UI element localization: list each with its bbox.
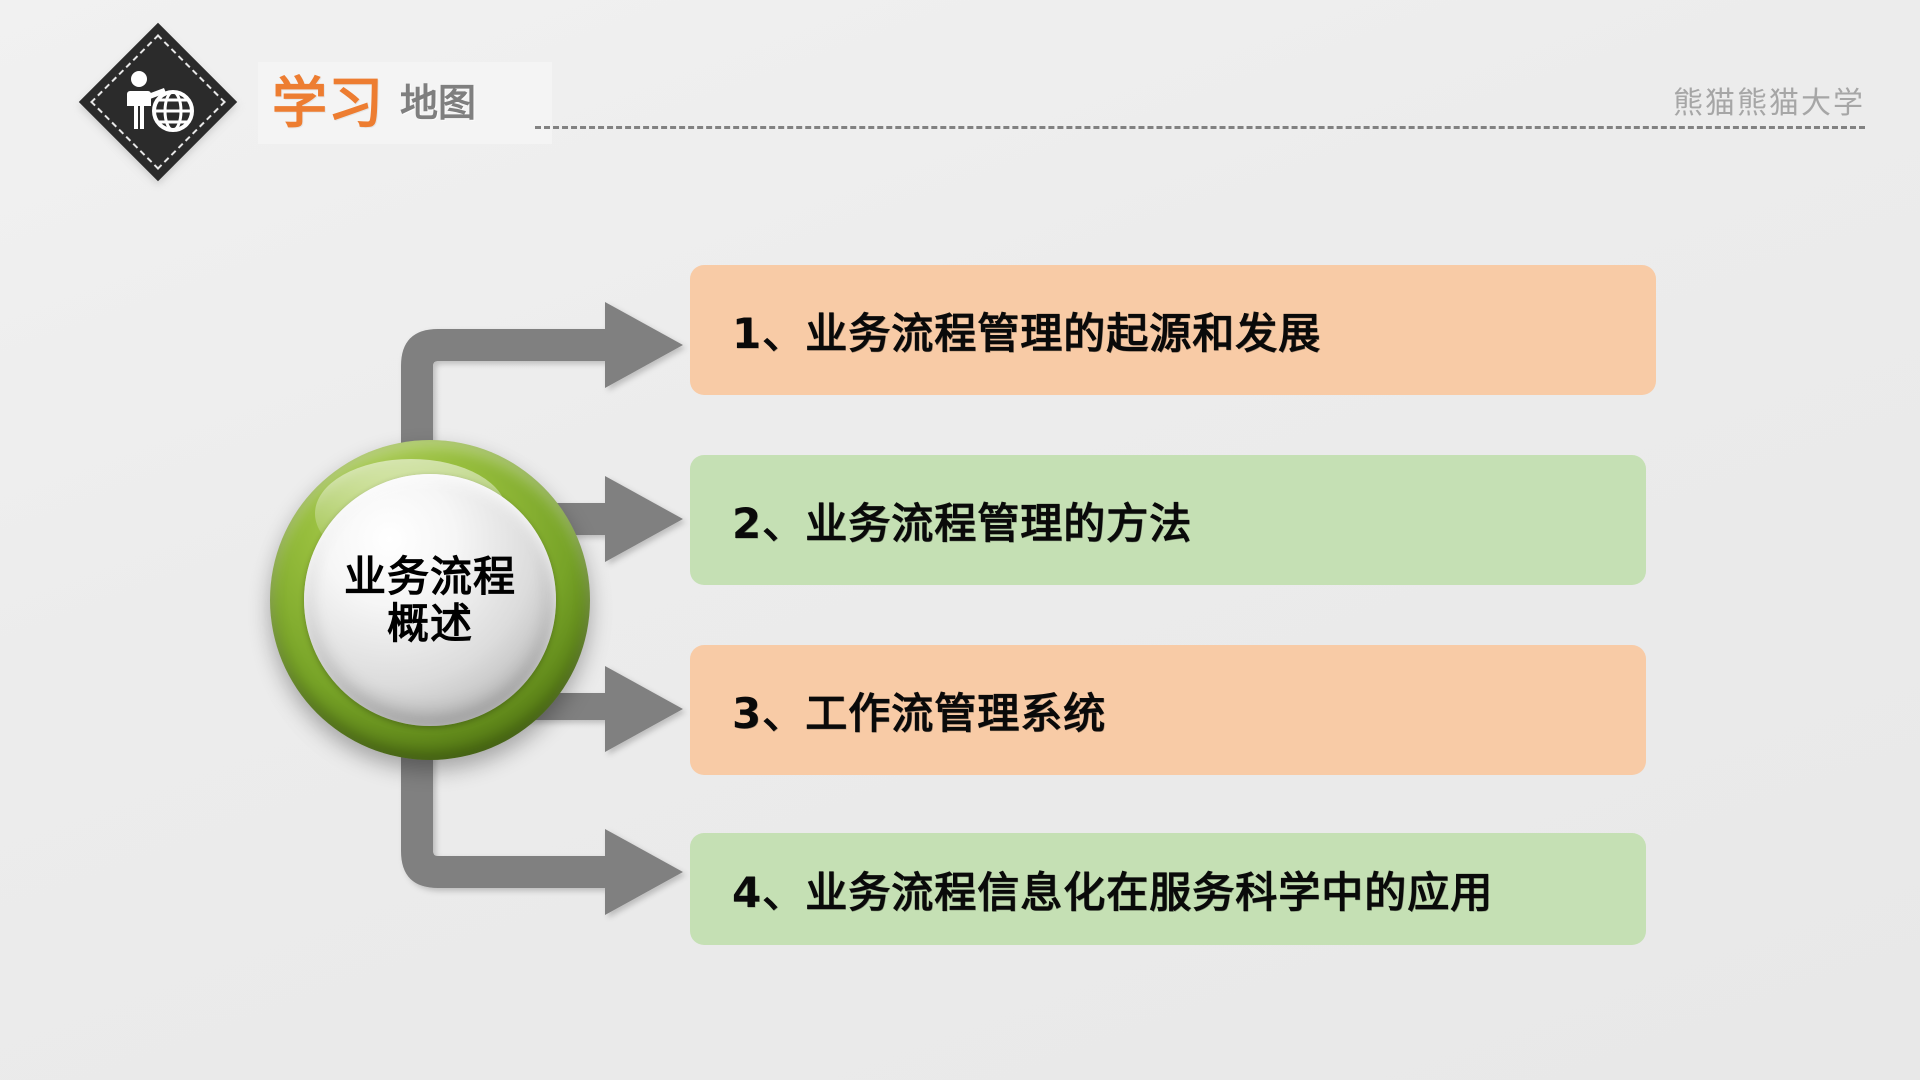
agenda-item-2-label: 2、业务流程管理的方法 (732, 498, 1193, 548)
hub-label-line-2: 概述 (386, 599, 473, 648)
agenda-item-4-label: 4、业务流程信息化在服务科学中的应用 (732, 867, 1494, 917)
presenter-globe-icon (102, 46, 214, 158)
hub-label-line-1: 业务流程 (343, 551, 516, 601)
agenda-item-1-label: 1、业务流程管理的起源和发展 (732, 308, 1322, 358)
header-title-main: 学习 (272, 70, 385, 135)
agenda-item-1[interactable]: 1、业务流程管理的起源和发展 (690, 265, 1656, 395)
agenda-item-4[interactable]: 4、业务流程信息化在服务科学中的应用 (690, 833, 1646, 945)
header-title-block: 学习 地图 (258, 62, 552, 144)
agenda-item-2[interactable]: 2、业务流程管理的方法 (690, 455, 1646, 585)
organization-name: 熊猫熊猫大学 (1673, 86, 1865, 121)
central-hub-node[interactable]: 业务流程 概述 (270, 440, 590, 760)
hub-inner-disc: 业务流程 概述 (304, 474, 556, 726)
header-dashed-rule (535, 126, 1865, 129)
header-title-sub: 地图 (400, 81, 477, 125)
agenda-item-3-label: 3、工作流管理系统 (732, 688, 1107, 738)
learning-map-logo (78, 22, 238, 186)
agenda-item-3[interactable]: 3、工作流管理系统 (690, 645, 1646, 775)
slide-header: 学习 地图 熊猫熊猫大学 (0, 0, 1920, 200)
